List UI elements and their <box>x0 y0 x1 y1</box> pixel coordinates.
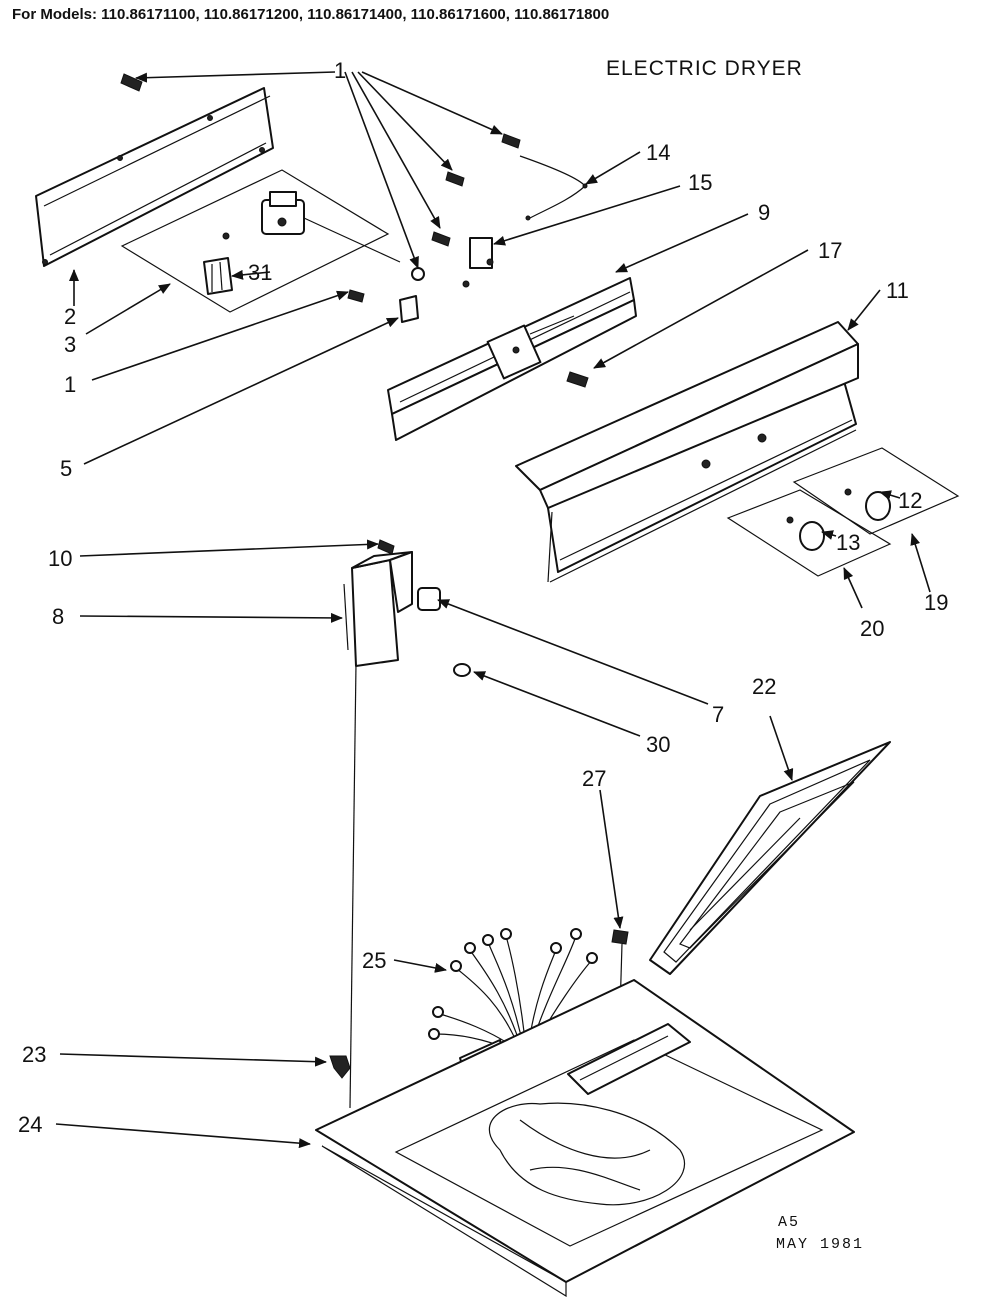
callout-labels: 1 14 15 9 17 11 31 2 3 1 5 12 13 19 20 1… <box>18 58 948 1137</box>
callout-15: 15 <box>688 170 712 195</box>
callout-7: 7 <box>712 702 724 727</box>
callout-23: 23 <box>22 1042 46 1067</box>
callout-3: 3 <box>64 332 76 357</box>
callout-17: 17 <box>818 238 842 263</box>
footer-code: A5 <box>778 1214 800 1231</box>
callout-13: 13 <box>836 530 860 555</box>
part-24-top-panel <box>315 979 855 1297</box>
callout-1-top: 1 <box>334 58 346 83</box>
part-7-knob <box>417 587 441 611</box>
part-3-switch-panel <box>120 169 401 313</box>
part-31-clip <box>203 232 233 295</box>
callout-20: 20 <box>860 616 884 641</box>
models-header: For Models: 110.86171100, 110.86171200, … <box>12 6 609 23</box>
part-8-timer-housing <box>343 551 413 1109</box>
callout-14: 14 <box>646 140 670 165</box>
part-15-switch <box>462 237 494 288</box>
callout-5: 5 <box>60 456 72 481</box>
part-2-mounting-plate <box>35 87 274 267</box>
callout-2: 2 <box>64 304 76 329</box>
callout-19: 19 <box>924 590 948 615</box>
part-11-control-console <box>515 321 859 583</box>
part-22-heater <box>649 741 891 975</box>
footer-date: MAY 1981 <box>776 1236 864 1253</box>
callout-9: 9 <box>758 200 770 225</box>
part-14-wire <box>120 73 588 281</box>
callout-8: 8 <box>52 604 64 629</box>
callout-10: 10 <box>48 546 72 571</box>
callout-24: 24 <box>18 1112 42 1137</box>
callout-22: 22 <box>752 674 776 699</box>
callout-31: 31 <box>248 260 272 285</box>
leader-lines <box>55 71 931 1149</box>
part-10-screw <box>377 539 395 555</box>
callout-27: 27 <box>582 766 606 791</box>
part-19-knob-panel <box>792 447 960 535</box>
part-17-fastener <box>566 371 589 388</box>
part-23-bumper <box>329 1055 351 1079</box>
callout-25: 25 <box>362 948 386 973</box>
part-9-control-rail <box>387 277 637 441</box>
diagram-title: ELECTRIC DRYER <box>606 57 803 80</box>
part-5-bracket <box>347 289 419 323</box>
part-30-screw <box>453 663 471 677</box>
callout-1: 1 <box>64 372 76 397</box>
callout-12: 12 <box>898 488 922 513</box>
callout-11: 11 <box>886 278 909 303</box>
callout-30: 30 <box>646 732 670 757</box>
